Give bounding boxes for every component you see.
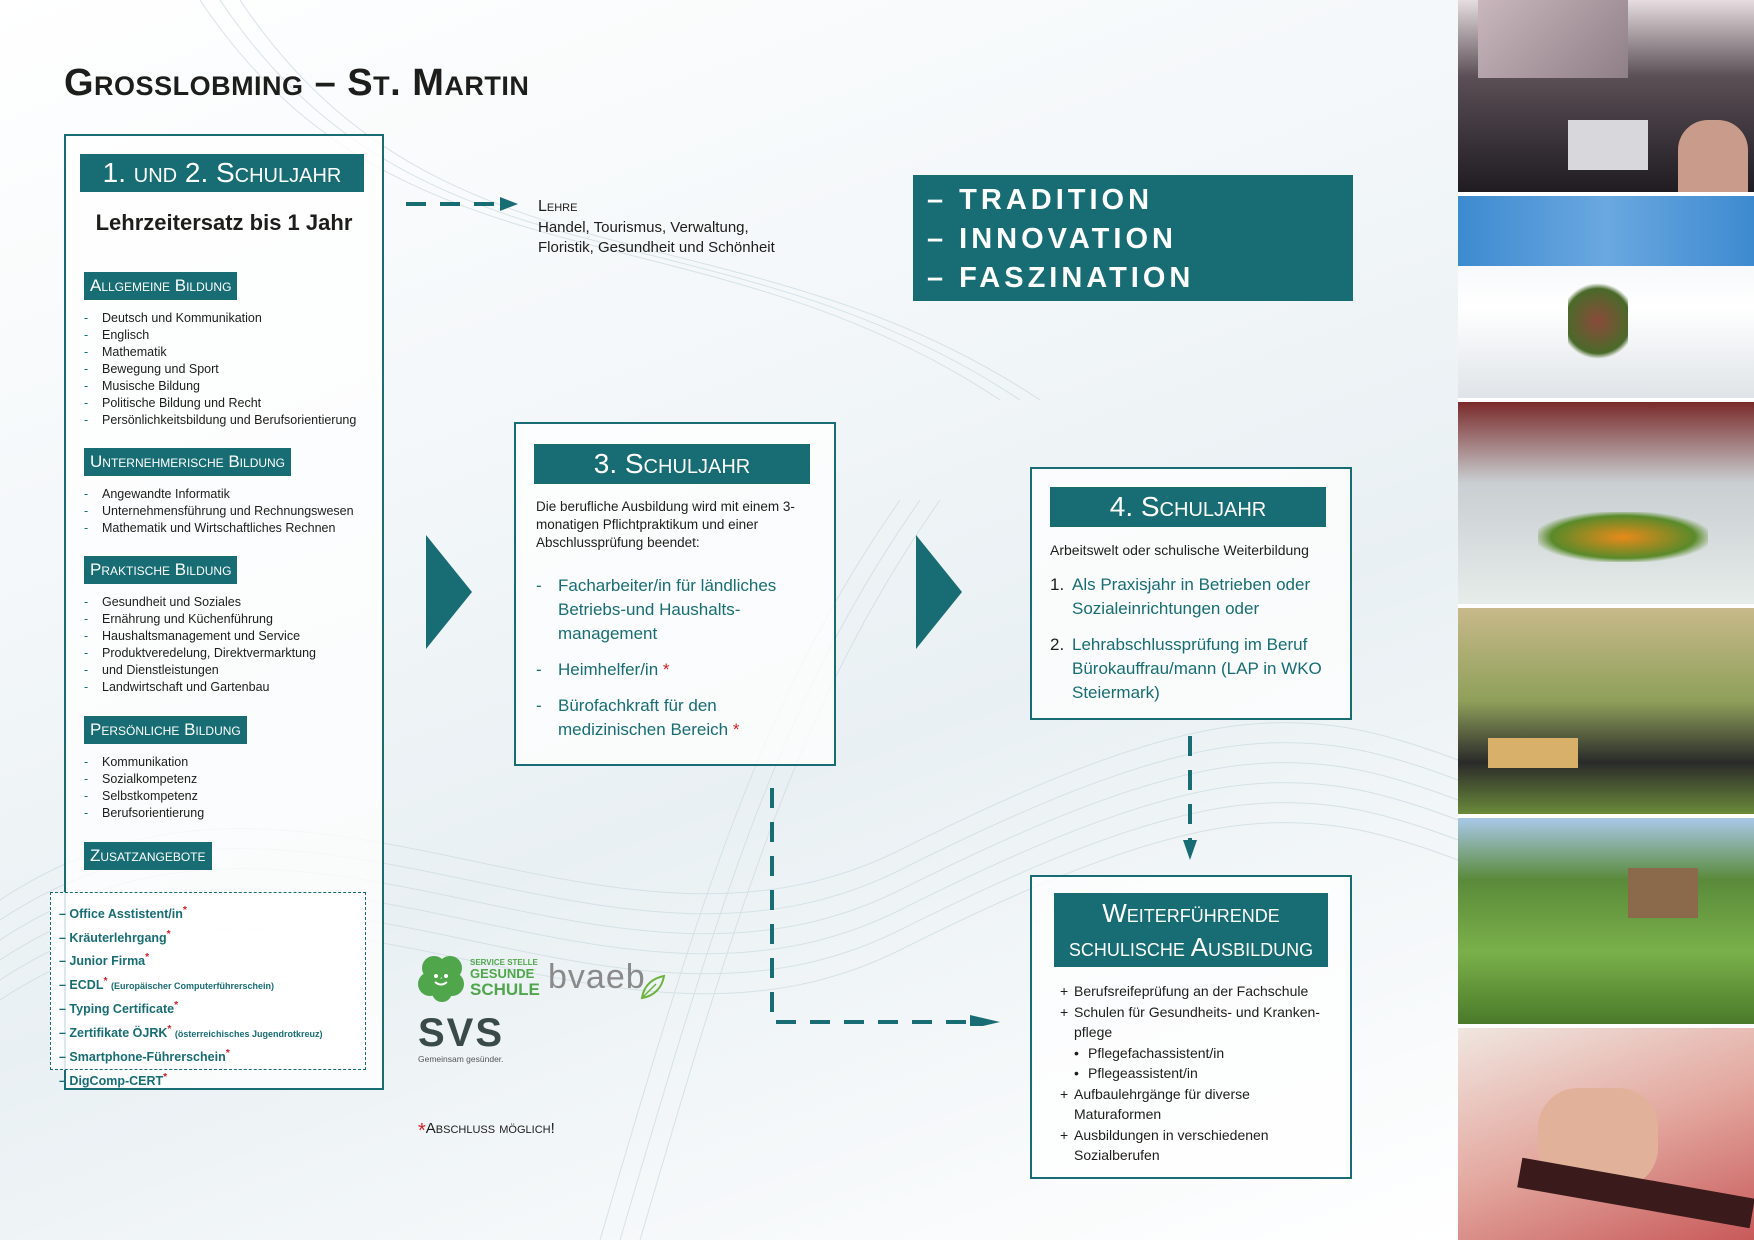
year-4-label: 4. Schuljahr (1050, 487, 1326, 527)
extra-item: – Kräuterlehrgang* (59, 928, 171, 945)
section-label-persoenliche: Persönliche Bildung (84, 716, 247, 744)
lehre-heading: Lehre (538, 198, 578, 215)
list-item: Ernährung und Küchenführung (80, 611, 380, 628)
section-label-praktische: Praktische Bildung (84, 556, 238, 584)
list-unternehmerische: Angewandte Informatik Unternehmensführun… (80, 486, 380, 537)
list-item: -Heimhelfer/in * (536, 660, 670, 679)
list-item: •Pflegefachassistent/in (1074, 1044, 1225, 1061)
motto-line: – FASZINATION (927, 262, 1195, 294)
list-item: Persönlichkeitsbildung und Berufsorienti… (80, 412, 380, 429)
list-item: Produktveredelung, Direktvermarktung (80, 645, 380, 662)
section-label-zusatzangebote: Zusatzangebote (84, 842, 212, 870)
further-education-label: Weiterführende schulische Ausbildung (1054, 893, 1328, 967)
year-4-intro: Arbeitswelt oder schulische Weiterbildun… (1050, 542, 1309, 558)
list-item: Mathematik (80, 344, 380, 361)
chevron-right-icon (916, 535, 962, 649)
list-persoenliche: Kommunikation Sozialkompetenz Selbstkomp… (80, 754, 380, 822)
arrow-down-icon (1183, 736, 1197, 860)
chevron-right-icon (426, 535, 472, 649)
gesunde-schule-logo: SERVICE STELLE GESUNDE SCHULE (416, 952, 540, 1004)
arrow-to-further (770, 788, 1000, 1026)
clover-icon (418, 956, 464, 1002)
section-label-unternehmerische: Unternehmerische Bildung (84, 448, 292, 476)
list-item: 2.Lehrabschlussprüfung im Beruf Bürokauf… (1050, 635, 1322, 702)
lehre-line: Floristik, Gesundheit und Schönheit (538, 239, 775, 256)
photo-elderly-hand (1458, 1028, 1754, 1240)
list-item: Musische Bildung (80, 378, 380, 395)
motto-line: – TRADITION (927, 184, 1154, 216)
photo-garden (1458, 818, 1754, 1024)
year-3-list: -Facharbeiter/in für ländliches Betriebs… (536, 574, 826, 742)
extra-item: – Office Asstistent/in* (59, 905, 187, 922)
list-item: Selbstkompetenz (80, 788, 380, 805)
extra-item: – DigComp-CERT* (59, 1071, 168, 1089)
list-item: Berufsorientierung (80, 805, 380, 822)
list-item: und Dienstleistungen (80, 662, 380, 679)
list-item: 1.Als Praxisjahr in Betrieben oder Sozia… (1050, 575, 1311, 618)
lehre-line: Handel, Tourismus, Verwaltung, (538, 219, 749, 236)
list-item: Kommunikation (80, 754, 380, 771)
motto-box: – TRADITION – INNOVATION – FASZINATION (913, 175, 1353, 301)
year-3-label: 3. Schuljahr (534, 444, 810, 484)
list-item: Angewandte Informatik (80, 486, 380, 503)
section-label-allgemeine: Allgemeine Bildung (84, 272, 238, 300)
list-item: Mathematik und Wirtschaftliches Rechnen (80, 520, 380, 537)
year-3-intro: Die berufliche Ausbildung wird mit einem… (536, 499, 795, 550)
list-item: Gesundheit und Soziales (80, 594, 380, 611)
arrow-to-lehre (406, 197, 518, 211)
list-item: Englisch (80, 327, 380, 344)
list-allgemeine: Deutsch und Kommunikation Englisch Mathe… (80, 310, 380, 429)
motto-line: – INNOVATION (927, 223, 1177, 255)
year-1-2-subtitle: Lehrzeitersatz bis 1 Jahr (95, 210, 353, 235)
photo-glasses-flowers (1458, 402, 1754, 604)
list-item: +Schulen für Gesundheits- und Kranken-pf… (1060, 1003, 1320, 1041)
footnote: *Abschluss möglich! (418, 1120, 555, 1142)
extra-item: – ECDL* (Europäischer Computerführersche… (59, 975, 275, 992)
page-title: Grosslobming – St. Martin (64, 62, 530, 104)
list-item: •Pflegeassistent/in (1074, 1065, 1198, 1081)
photo-computer-lab (1458, 0, 1754, 192)
photo-lounge (1458, 608, 1754, 814)
list-item: Sozialkompetenz (80, 771, 380, 788)
list-item: -Facharbeiter/in für ländliches Betriebs… (536, 576, 777, 643)
photo-column (1458, 0, 1754, 1240)
list-item: Haushaltsmanagement und Service (80, 628, 380, 645)
year-3-box: 3. Schuljahr Die berufliche Ausbildung w… (514, 422, 836, 766)
svs-logo: SVS Gemeinsam gesünder. (418, 1011, 505, 1064)
list-praktische: Gesundheit und Soziales Ernährung und Kü… (80, 594, 380, 696)
list-item: +Aufbaulehrgänge für diverse Maturaforme… (1060, 1085, 1250, 1123)
extra-item: – Junior Firma* (59, 952, 150, 969)
list-item: -Bürofachkraft für den medizinischen Ber… (536, 696, 740, 739)
extras-box: – Office Asstistent/in* – Kräuterlehrgan… (50, 892, 366, 1088)
extra-item: – Typing Certificate* (59, 1000, 179, 1017)
list-item: +Ausbildungen in verschiedenen Sozialber… (1060, 1126, 1269, 1164)
leaf-icon (640, 974, 666, 1000)
lehre-block: Lehre Handel, Tourismus, Verwaltung, Flo… (538, 196, 838, 258)
extra-item: – Zertifikate ÖJRK* (österreichisches Ju… (59, 1023, 323, 1040)
year-4-box: 4. Schuljahr Arbeitswelt oder schulische… (1030, 467, 1352, 720)
further-list: +Berufsreifeprüfung an der Fachschule +S… (1060, 981, 1340, 1166)
list-item: Deutsch und Kommunikation (80, 310, 380, 327)
further-education-box: Weiterführende schulische Ausbildung +Be… (1030, 875, 1352, 1179)
year-1-2-label: 1. und 2. Schuljahr (80, 154, 364, 192)
list-item: +Berufsreifeprüfung an der Fachschule (1060, 983, 1309, 999)
extra-item: – Smartphone-Führerschein* (59, 1048, 230, 1065)
year-4-list: 1.Als Praxisjahr in Betrieben oder Sozia… (1050, 573, 1340, 705)
bvaeb-logo: bvaeb (548, 958, 668, 1008)
list-item: Landwirtschaft und Gartenbau (80, 679, 380, 696)
photo-table-setting (1458, 196, 1754, 398)
list-item: Bewegung und Sport (80, 361, 380, 378)
list-item: Politische Bildung und Recht (80, 395, 380, 412)
list-item: Unternehmensführung und Rechnungswesen (80, 503, 380, 520)
